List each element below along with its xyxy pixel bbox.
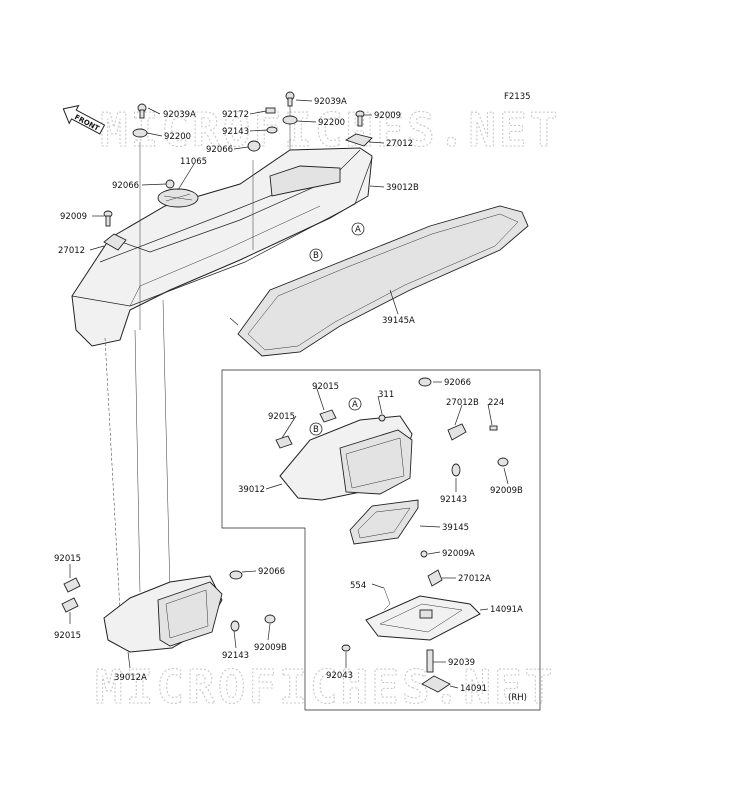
label-92009B-2: 92009B: [254, 643, 287, 653]
label-92039A-2: 92039A: [314, 97, 347, 107]
label-39145A: 39145A: [382, 316, 415, 326]
label-92143-3: 92143: [222, 651, 249, 661]
housing-39012A: [103, 575, 223, 653]
label-92039: 92039: [448, 658, 475, 668]
label-92066-4: 92066: [258, 567, 285, 577]
label-11065: 11065: [180, 157, 207, 167]
front-arrow-icon: [62, 104, 106, 135]
label-92066-3: 92066: [444, 378, 471, 388]
label-27012A: 27012A: [458, 574, 491, 584]
label-27012-2: 27012: [58, 246, 85, 256]
label-39012: 39012: [238, 485, 265, 495]
seal-39145A: [237, 205, 529, 357]
hardware-top: [103, 91, 373, 251]
watermark-bottom: MICROFICHES.NET: [95, 660, 555, 714]
label-92143-1: 92143: [222, 127, 249, 137]
ref-marker-a-inset-text: A: [352, 400, 358, 410]
label-92015-4: 92015: [54, 631, 81, 641]
label-39012A: 39012A: [114, 673, 147, 683]
label-14091: 14091: [460, 684, 487, 694]
label-92066-1: 92066: [206, 145, 233, 155]
lid-14091A: [365, 595, 481, 641]
ref-marker-b-inset: [309, 422, 323, 436]
inset-note-rh: (RH): [508, 693, 527, 703]
label-14091A: 14091A: [490, 605, 523, 615]
ref-marker-b-inset-text: B: [313, 425, 319, 435]
label-92200-2: 92200: [318, 118, 345, 128]
label-92009B-1: 92009B: [490, 486, 523, 496]
housing-39012: [279, 415, 413, 501]
figure-code: F2135: [504, 92, 531, 102]
label-27012B: 27012B: [446, 398, 479, 408]
seal-39145: [349, 499, 419, 545]
label-224: 224: [488, 398, 504, 408]
ref-marker-a-top: [351, 222, 365, 236]
label-92143-2: 92143: [440, 495, 467, 505]
ref-marker-a-top-text: A: [355, 225, 361, 235]
watermark-top: MICROFICHES.NET: [100, 103, 560, 157]
label-311: 311: [378, 390, 394, 400]
label-92015-3: 92015: [54, 554, 81, 564]
label-92009-1: 92009: [374, 111, 401, 121]
leader-lines: [69, 99, 509, 689]
label-92172: 92172: [222, 110, 249, 120]
part-labels: 92039A 92200 92172 92039A 92143 92200 92…: [54, 97, 527, 703]
label-39012B: 39012B: [386, 183, 419, 193]
label-92009A: 92009A: [442, 549, 475, 559]
label-92015-1: 92015: [312, 382, 339, 392]
label-92009-2: 92009: [60, 212, 87, 222]
label-92039A-1: 92039A: [163, 110, 196, 120]
label-27012-1: 27012: [386, 139, 413, 149]
label-39145: 39145: [442, 523, 469, 533]
inset-frame: [221, 369, 541, 711]
label-554: 554: [350, 581, 366, 591]
label-92200-1: 92200: [164, 132, 191, 142]
ref-marker-b-top-text: B: [313, 251, 319, 261]
housing-39012B: [71, 147, 373, 347]
ref-marker-b-top: [309, 248, 323, 262]
ref-marker-a-inset: [348, 397, 362, 411]
label-92015-2: 92015: [268, 412, 295, 422]
label-92043: 92043: [326, 671, 353, 681]
label-92066-2: 92066: [112, 181, 139, 191]
